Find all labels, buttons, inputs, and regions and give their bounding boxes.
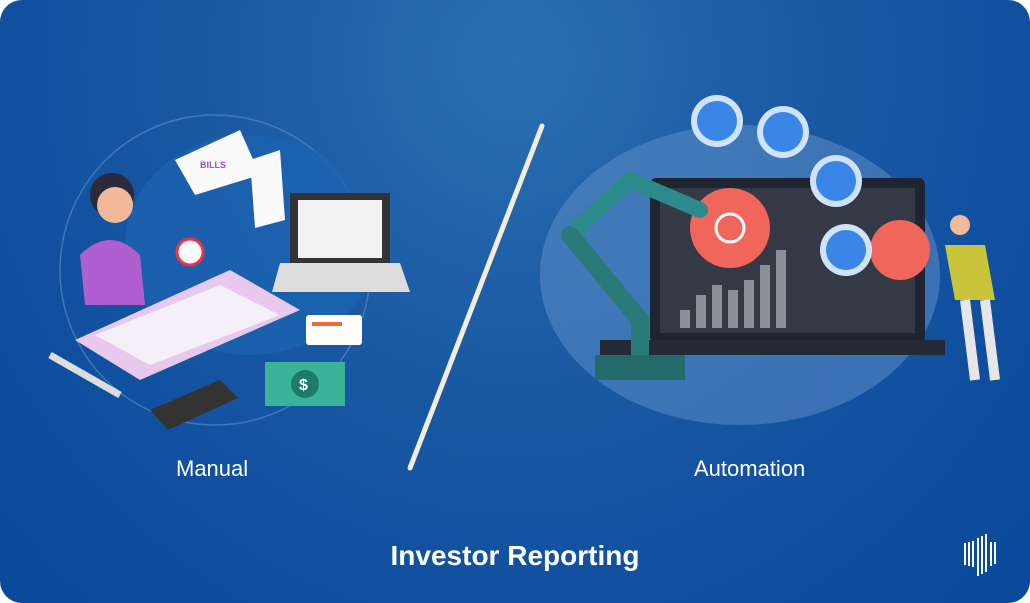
- brand-logo: [964, 534, 996, 576]
- search-bubble-icon: [757, 106, 809, 158]
- chart-bubble-icon: [691, 95, 743, 147]
- manual-caption: Manual: [176, 456, 249, 481]
- svg-text:$: $: [299, 377, 308, 394]
- robot-arm-icon: [562, 170, 708, 243]
- document-bubble-icon: [820, 224, 872, 276]
- calculator-icon: [150, 380, 238, 430]
- pencil-icon: [48, 351, 122, 399]
- page-title: Investor Reporting: [390, 540, 640, 571]
- manual-illustration: BILLS $: [48, 114, 410, 430]
- gear-icon: [870, 220, 930, 280]
- automation-illustration: [540, 95, 1000, 425]
- card-icon: [306, 315, 362, 345]
- alarm-clock-icon: [175, 237, 205, 267]
- automation-caption: Automation: [694, 456, 806, 481]
- bills-paper-icon: [175, 130, 260, 195]
- bills-text: BILLS: [200, 160, 226, 170]
- user-bubble-icon: [810, 155, 862, 207]
- divider-slash: [407, 123, 545, 471]
- gear-icon: [690, 188, 770, 268]
- person-icon: [945, 215, 1000, 381]
